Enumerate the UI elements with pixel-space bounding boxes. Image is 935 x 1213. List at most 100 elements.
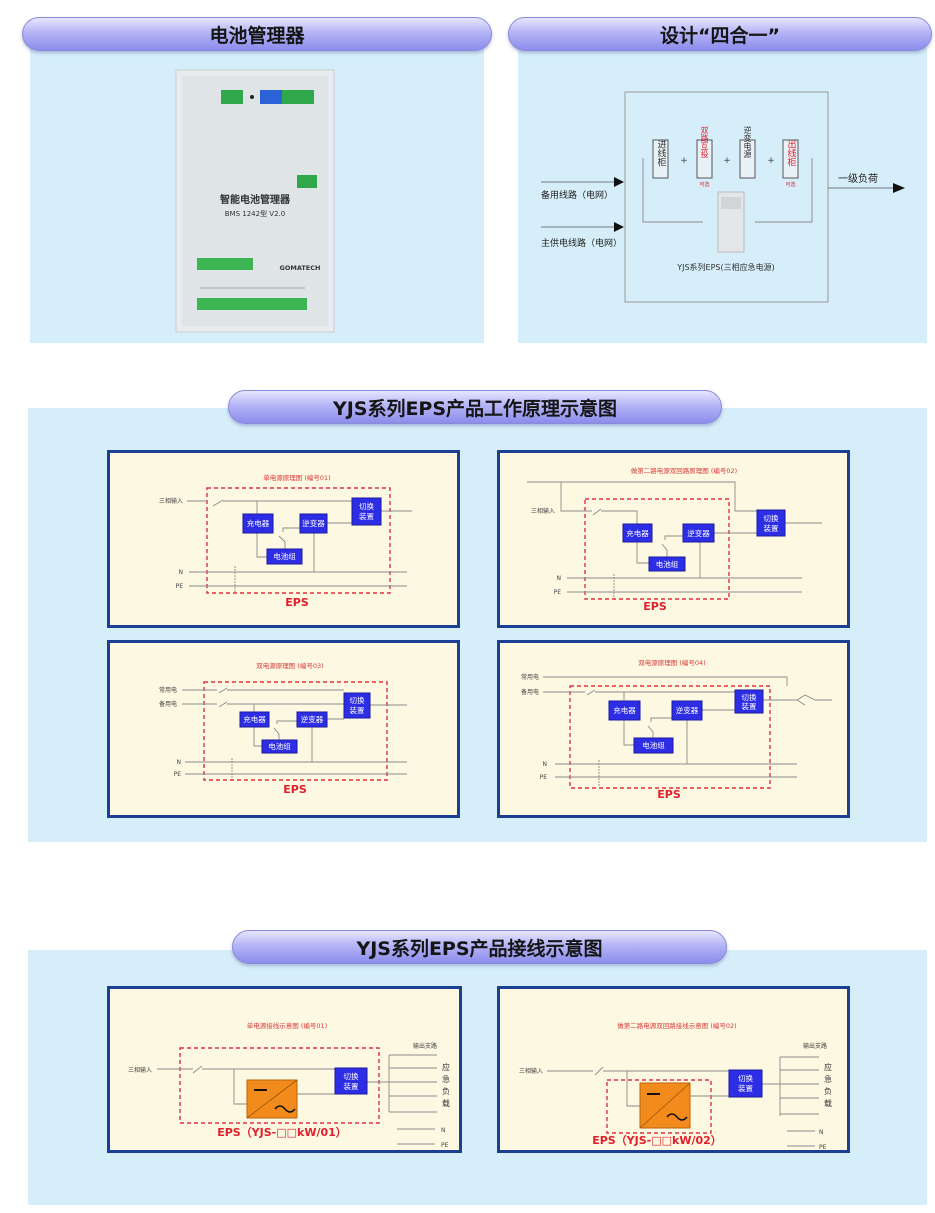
- battery-block: 电池组: [648, 556, 686, 572]
- pe-label: PE: [554, 589, 562, 596]
- wiring-heading: YJS系列EPS产品接线示意图: [232, 930, 727, 964]
- optional-note: 可选: [699, 181, 709, 188]
- svg-text:逆变器: 逆变器: [676, 705, 699, 715]
- device-model: BMS 1242型 V2.0: [225, 209, 285, 218]
- module-inverter: 逆变电源: [743, 125, 752, 159]
- inverter-module: [639, 1082, 691, 1129]
- eps-label: EPS: [657, 788, 681, 801]
- svg-text:切换: 切换: [344, 1071, 359, 1081]
- principle-diagram-03: 双电源原理图 (编号03) 常用电 备用电 N PE 充电器 逆变器 电池组 切…: [107, 640, 460, 818]
- eps-label: EPS: [283, 783, 307, 796]
- eps-label: EPS: [643, 600, 667, 613]
- charger-block: 充电器: [608, 700, 641, 721]
- battery-manager-heading: 电池管理器: [22, 17, 492, 51]
- svg-text:装置: 装置: [344, 1081, 359, 1091]
- principle-diagram-01: 单电源原理图 (编号01) 三相输入 N PE 充电器 逆变器 电池组 切换装置…: [107, 450, 460, 628]
- pe-label: PE: [819, 1144, 827, 1151]
- svg-text:充电器: 充电器: [613, 705, 636, 715]
- svg-text:充电器: 充电器: [243, 714, 266, 724]
- plus-sign: +: [723, 156, 731, 166]
- svg-text:装置: 装置: [359, 511, 374, 521]
- svg-text:负: 负: [824, 1086, 832, 1096]
- device-name: 智能电池管理器: [220, 193, 291, 206]
- eps-model-label: EPS（YJS-□□kW/02）: [592, 1134, 722, 1147]
- module-dual-switch: 双路互投: [700, 126, 709, 159]
- inverter-block: 逆变器: [682, 523, 715, 543]
- battery-manager-device: 智能电池管理器 BMS 1242型 V2.0 GOMATECH: [175, 69, 335, 333]
- plus-sign: +: [767, 156, 775, 166]
- svg-text:电池组: 电池组: [656, 559, 679, 569]
- plus-sign: +: [680, 156, 688, 166]
- svg-text:装置: 装置: [350, 705, 365, 715]
- svg-text:装置: 装置: [764, 523, 779, 533]
- svg-text:急: 急: [824, 1074, 832, 1084]
- n-label: N: [441, 1127, 446, 1134]
- n-label: N: [557, 575, 562, 582]
- wiring-diagram-01: 单电源接线示意图 (编号01) 三相输入 切换装置 输出支路 应急负载 N PE…: [107, 986, 462, 1153]
- svg-text:装置: 装置: [742, 701, 757, 711]
- brand-logo: GOMATECH: [280, 264, 321, 272]
- svg-text:切换: 切换: [359, 501, 374, 511]
- svg-text:电池组: 电池组: [273, 551, 296, 561]
- svg-text:充电器: 充电器: [247, 518, 270, 528]
- svg-text:充电器: 充电器: [626, 528, 649, 538]
- svg-text:电池组: 电池组: [268, 741, 291, 751]
- svg-text:载: 载: [824, 1098, 832, 1108]
- primary-load-label: 一级负荷: [838, 172, 878, 185]
- optional-note: 可选: [785, 181, 795, 188]
- inverter-block: 逆变器: [299, 513, 328, 534]
- four-in-one-diagram: 进线柜 双路互投 逆变电源 出线柜 + + + 可选 可选 YJS系列EPS(三…: [541, 91, 905, 303]
- principle-diagram-04: 双电源原理图 (编号04) 常用电 备用电 N PE 充电器 逆变器 电池组 切…: [497, 640, 850, 818]
- principle-heading: YJS系列EPS产品工作原理示意图: [228, 390, 722, 424]
- pe-label: PE: [441, 1142, 449, 1149]
- svg-text:切换: 切换: [742, 692, 757, 702]
- svg-text:应: 应: [824, 1062, 832, 1072]
- input-label: 三相输入: [159, 497, 183, 505]
- pe-label: PE: [540, 774, 548, 781]
- diagram-title: 双电源原理图 (编号04): [638, 658, 705, 667]
- svg-text:切换: 切换: [764, 513, 779, 523]
- backup-power-label: 备用电: [159, 700, 177, 708]
- product-label: YJS系列EPS(三相应急电源): [676, 262, 775, 272]
- svg-text:装置: 装置: [738, 1083, 753, 1093]
- svg-text:逆变器: 逆变器: [302, 518, 325, 528]
- backup-line-label: 备用线路（电网）: [541, 189, 613, 201]
- main-line-label: 主供电线路（电网）: [541, 237, 622, 249]
- module-incoming-cabinet: 进线柜: [656, 139, 667, 167]
- eps-label: EPS: [285, 596, 309, 609]
- svg-text:逆变器: 逆变器: [301, 714, 324, 724]
- input-label: 三相输入: [531, 507, 555, 515]
- diagram-title: 做第二路电源双回路接线示意图 (编号02): [617, 1021, 736, 1030]
- charger-block: 充电器: [242, 513, 274, 534]
- four-in-one-heading: 设计“四合一”: [508, 17, 932, 51]
- svg-text:应: 应: [442, 1062, 450, 1072]
- charger-block: 充电器: [239, 711, 270, 728]
- battery-block: 电池组: [266, 548, 303, 565]
- svg-text:切换: 切换: [350, 695, 365, 705]
- charger-block: 充电器: [622, 523, 653, 543]
- eps-model-label: EPS（YJS-□□kW/01）: [217, 1126, 347, 1139]
- svg-text:切换: 切换: [738, 1073, 753, 1083]
- n-label: N: [179, 569, 184, 576]
- output-branch-label: 输出支路: [803, 1042, 827, 1050]
- battery-block: 电池组: [261, 739, 298, 754]
- svg-text:载: 载: [442, 1098, 450, 1108]
- module-outgoing-cabinet: 出线柜: [786, 138, 797, 167]
- pe-label: PE: [174, 771, 182, 778]
- diagram-title: 单电源原理图 (编号01): [263, 473, 330, 482]
- pe-label: PE: [176, 583, 184, 590]
- svg-text:负: 负: [442, 1086, 450, 1096]
- output-branch-label: 输出支路: [413, 1042, 437, 1050]
- svg-text:逆变器: 逆变器: [687, 528, 710, 538]
- backup-power-label: 备用电: [521, 688, 539, 696]
- diagram-title: 做第二路电源双回路原理图 (编号02): [631, 466, 737, 475]
- diagram-title: 双电源原理图 (编号03): [256, 661, 323, 670]
- battery-block: 电池组: [633, 737, 674, 754]
